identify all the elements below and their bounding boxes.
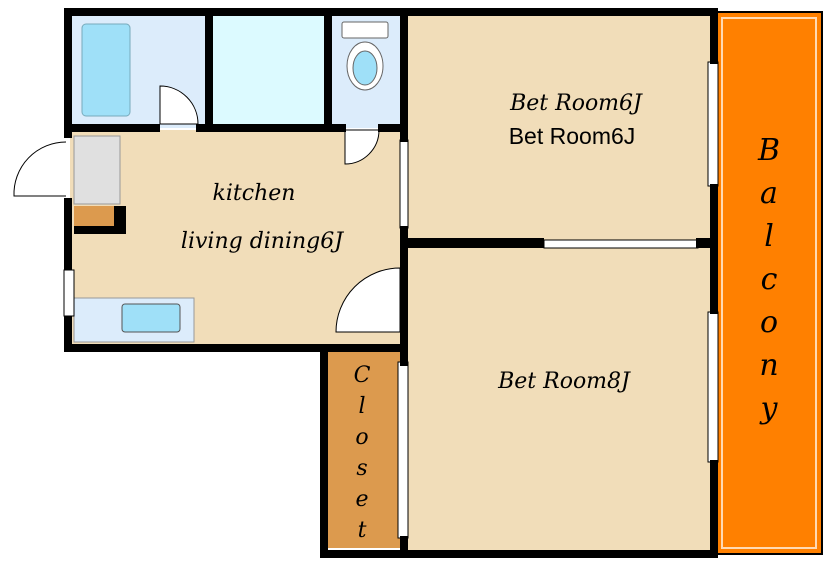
closet-letter: l	[358, 394, 365, 419]
toilet-tank	[341, 21, 389, 39]
closet-door	[397, 361, 409, 539]
kitchen-label-line2: living dining6J	[181, 229, 344, 254]
closet-letter: t	[358, 518, 367, 543]
entrance-door	[13, 141, 67, 197]
balcony-rail	[721, 17, 817, 549]
bedroom-lower-label: Bet Room8J	[497, 369, 631, 394]
shoe-box	[74, 206, 114, 226]
sliding-door-partition	[543, 239, 699, 249]
balcony-area	[715, 11, 823, 555]
kitchen-sink	[121, 303, 181, 333]
closet-letter: o	[355, 425, 368, 450]
closet-letter: C	[354, 363, 371, 388]
bedroom-upper-label-b: Bet Room6J	[509, 123, 636, 149]
window-lower	[707, 311, 719, 463]
closet-letter: e	[355, 487, 368, 512]
balcony-letter: o	[760, 305, 778, 340]
bedroom-upper-floor	[405, 14, 715, 242]
closet-letter: s	[356, 456, 367, 481]
window-upper	[707, 61, 719, 187]
closet-floor	[328, 352, 400, 548]
sliding-door-upper	[399, 139, 409, 229]
balcony-letter: a	[760, 176, 778, 211]
bathtub	[81, 23, 131, 117]
bedroom-lower-floor	[405, 248, 715, 550]
balcony-letter: l	[764, 219, 774, 254]
toilet-door	[344, 129, 380, 165]
window-kitchen	[63, 269, 75, 317]
bathroom-door	[159, 85, 199, 125]
toilet-seat	[352, 50, 378, 86]
balcony-letter: c	[761, 262, 778, 297]
balcony-letter: n	[759, 348, 778, 383]
kitchen-label-line1: kitchen	[213, 181, 296, 206]
walls	[64, 8, 718, 558]
balcony-letter: B	[757, 133, 780, 168]
balcony-letter: y	[759, 391, 779, 426]
washroom-area	[213, 14, 326, 128]
bedroom-door	[335, 267, 401, 333]
bedroom-upper-label-a: Bet Room6J	[509, 91, 643, 116]
storage-cabinet	[73, 135, 121, 205]
